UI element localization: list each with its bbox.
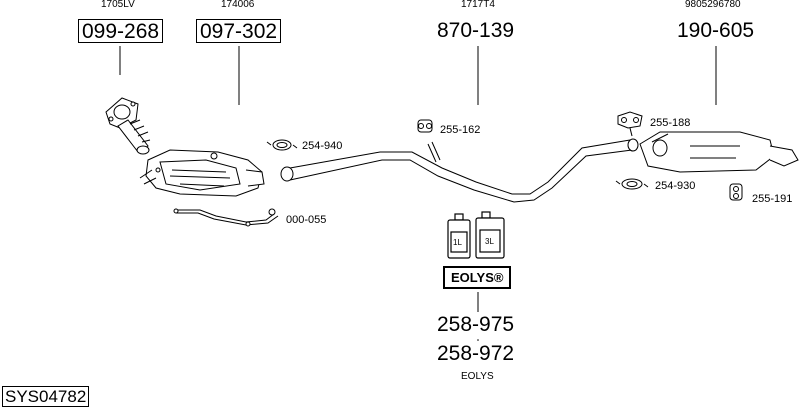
eolys-caption: EOLYS [461,371,494,382]
rubber-hanger-icon [729,183,743,201]
front-pipe-icon [280,138,639,203]
separator-dot [477,339,479,341]
rubber-hanger-icon [417,119,433,133]
part-number-254-930[interactable]: 254-930 [655,180,696,192]
eolys-bottle-3l-icon [475,211,505,259]
part-number-258-972[interactable]: 258-972 [437,342,515,365]
part-number-258-975[interactable]: 258-975 [437,313,515,336]
eolys-bottle-1l-icon [447,213,471,259]
part-number-097-302[interactable]: 097-302 [196,19,282,43]
rear-silencer-icon [639,131,799,173]
part-number-255-162[interactable]: 255-162 [440,124,481,136]
ref-code-099-268: 1705LV [101,0,135,10]
part-number-255-188[interactable]: 255-188 [650,117,691,129]
eolys-label-box: EOLYS® [443,266,512,289]
part-number-000-055[interactable]: 000-055 [286,214,327,226]
bottle-label-3l: 3L [485,237,494,246]
ref-code-190-605: 9805296780 [685,0,741,10]
exhaust-flange-icon [105,97,151,155]
ref-code-097-302: 174006 [221,0,255,10]
clamp-icon [266,139,298,151]
part-number-099-268[interactable]: 099-268 [78,19,164,43]
part-number-255-191[interactable]: 255-191 [752,193,793,205]
ref-code-870-139: 1717T4 [461,0,495,10]
part-number-190-605[interactable]: 190-605 [677,19,755,42]
system-code: SYS04782 [2,386,90,407]
rubber-hanger-icon [617,111,643,137]
clamp-icon [615,178,649,190]
part-number-254-940[interactable]: 254-940 [302,140,343,152]
catalytic-converter-icon [139,149,265,197]
sensor-pipe-icon [173,208,279,227]
part-number-870-139[interactable]: 870-139 [437,19,515,42]
bottle-label-1l: 1L [453,238,462,247]
